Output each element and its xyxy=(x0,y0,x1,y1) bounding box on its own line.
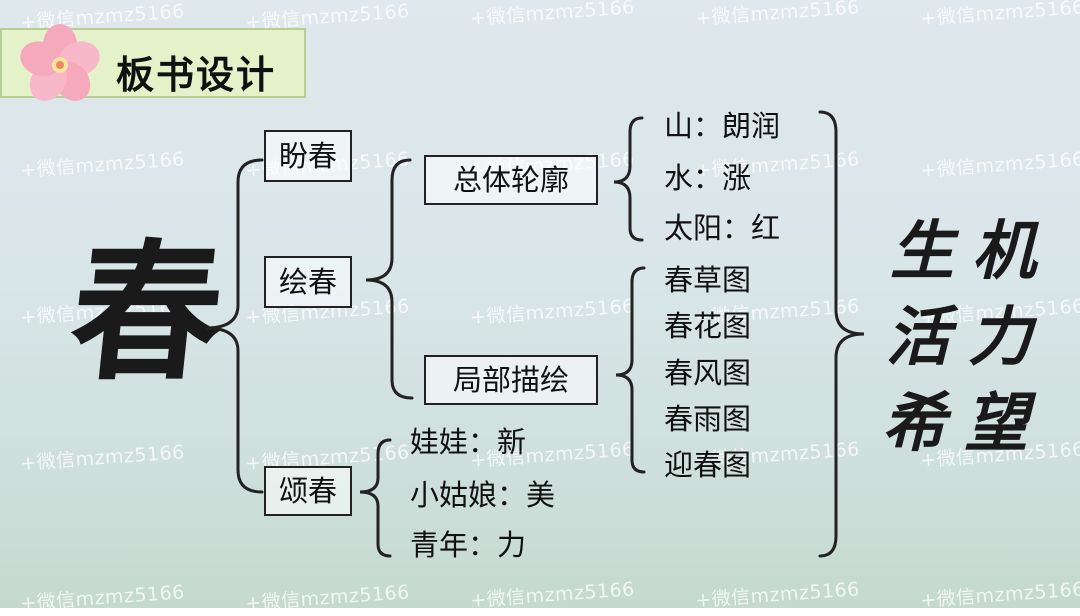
summary-line: 活力 xyxy=(886,300,1050,375)
song-brace xyxy=(359,438,392,558)
song-item: 小姑娘：美 xyxy=(410,478,556,512)
local-depiction-box: 局部描绘 xyxy=(424,355,598,405)
local-item: 春草图 xyxy=(664,263,752,297)
overall-outline-label: 总体轮廓 xyxy=(452,162,569,197)
local-depiction-label: 局部描绘 xyxy=(452,362,569,397)
flower-icon xyxy=(20,24,100,101)
summary-line: 生机 xyxy=(890,214,1054,289)
local-item: 迎春图 xyxy=(664,448,752,482)
overall-item: 山：朗润 xyxy=(664,109,781,143)
local-item: 春雨图 xyxy=(664,402,752,436)
branch-pan-box: 盼春 xyxy=(264,130,352,182)
local-brace xyxy=(615,266,646,474)
branch-song-box: 颂春 xyxy=(264,466,352,516)
overall-item: 水：涨 xyxy=(664,161,752,195)
summary-line: 希望 xyxy=(882,386,1046,461)
local-item: 春花图 xyxy=(664,309,752,343)
main-brace xyxy=(205,158,264,494)
branch-pan-label: 盼春 xyxy=(278,138,337,173)
branch-hui-box: 绘春 xyxy=(264,256,352,308)
hui-brace xyxy=(365,158,414,400)
branch-hui-label: 绘春 xyxy=(278,264,337,299)
song-item: 青年：力 xyxy=(410,528,527,562)
song-item: 娃娃：新 xyxy=(410,425,527,459)
local-item: 春风图 xyxy=(664,356,752,390)
right-brace xyxy=(818,110,865,558)
overall-item: 太阳：红 xyxy=(664,211,781,245)
page-title: 板书设计 xyxy=(116,52,277,97)
overall-outline-box: 总体轮廓 xyxy=(424,155,598,205)
branch-song-label: 颂春 xyxy=(278,473,337,508)
overall-brace xyxy=(613,116,644,242)
